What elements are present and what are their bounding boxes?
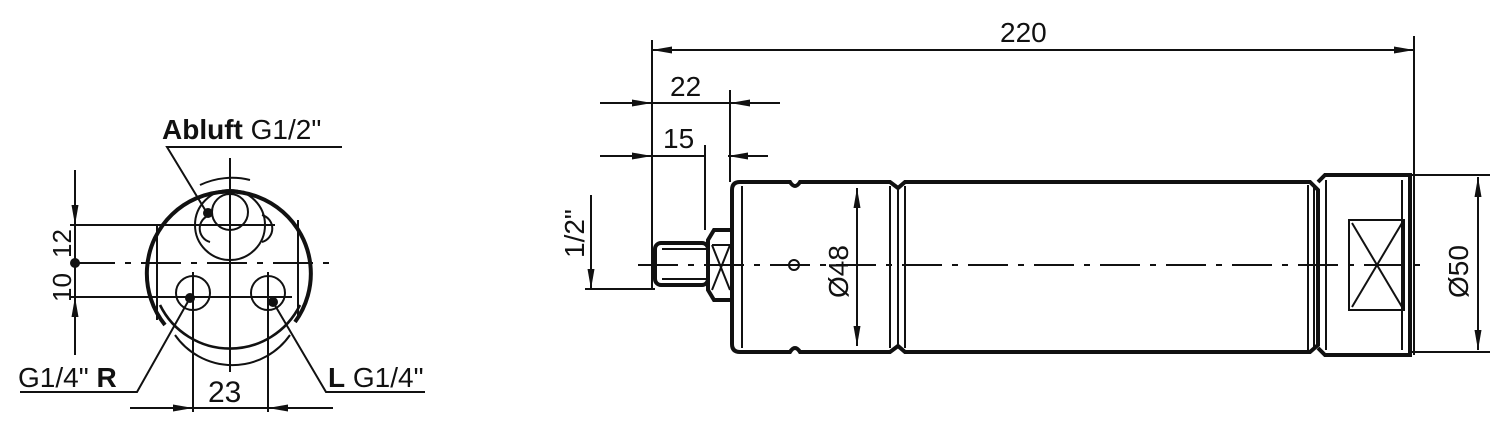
exhaust-label: Abluft G1/2" (162, 114, 321, 145)
dim-thread-size: 1/2" (559, 209, 590, 258)
dim-vertical-lower: 10 (47, 273, 77, 302)
dim-thread-length: 22 (670, 71, 701, 102)
dim-overall-length: 220 (1000, 17, 1047, 48)
dim-vertical-upper: 12 (47, 229, 77, 258)
housing-outline (144, 189, 313, 327)
end-cap (1316, 173, 1412, 357)
side-view: 220 22 15 1/2" Ø48 Ø50 (559, 17, 1490, 357)
dim-end-diameter: Ø50 (1443, 245, 1474, 298)
port-r-label: G1/4" R (18, 362, 117, 393)
dim-body-diameter: Ø48 (823, 245, 854, 298)
dim-hex-offset: 15 (663, 123, 694, 154)
port-l-label: L G1/4" (328, 362, 424, 393)
cylinder-body (730, 180, 1320, 354)
end-view: 12 10 23 Abluft G1/2" G1/4" R L G1/4" (18, 114, 425, 412)
dim-horizontal: 23 (208, 376, 241, 409)
